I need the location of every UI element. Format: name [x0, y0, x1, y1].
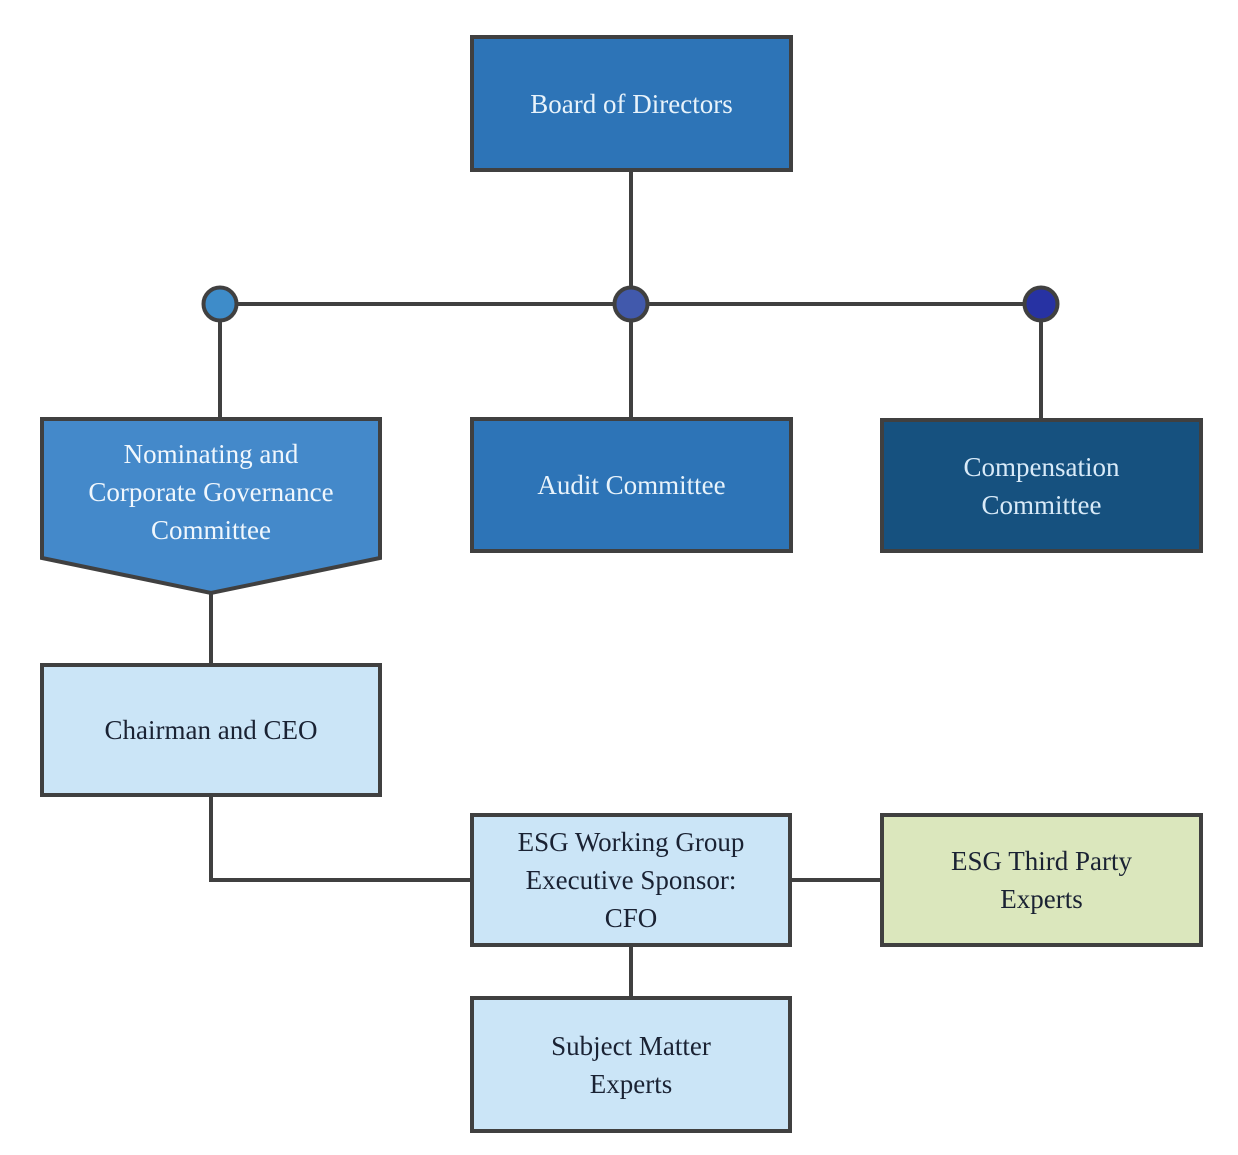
node-label-line: Compensation	[963, 451, 1120, 482]
junction-dot-left	[201, 285, 239, 323]
connector-lines	[40, 170, 1060, 998]
node-chairman-and-ceo: Chairman and CEO	[40, 663, 382, 797]
node-label-line: Committee	[981, 489, 1102, 520]
node-label-line: Experts	[589, 1068, 673, 1099]
nominating-committee-shape	[40, 417, 382, 596]
node-subject-matter-experts: Subject Matter Experts	[470, 996, 792, 1133]
node-board-of-directors: Board of Directors	[470, 35, 793, 172]
node-label-line: Subject Matter	[551, 1030, 711, 1061]
node-label-line: ESG Working Group	[517, 827, 745, 857]
node-label-line: Executive Sponsor:	[525, 865, 737, 895]
node-esg-working-group: ESG Working Group Executive Sponsor: CFO	[470, 813, 792, 947]
node-esg-third-party-experts: ESG Third Party Experts	[880, 813, 1203, 947]
node-label-line: ESG Third Party	[951, 846, 1132, 876]
node-audit-committee: Audit Committee	[470, 417, 793, 553]
junction-dot-right	[1022, 285, 1060, 323]
junction-dot-center	[612, 285, 650, 323]
node-label-line: Board of Directors	[530, 88, 733, 119]
node-compensation-committee: Compensation Committee	[880, 418, 1203, 553]
node-label-line: Experts	[1000, 884, 1083, 914]
node-label-line: Audit Committee	[537, 470, 726, 500]
node-label-line: CFO	[604, 903, 658, 933]
node-label-line: Chairman and CEO	[104, 715, 318, 745]
